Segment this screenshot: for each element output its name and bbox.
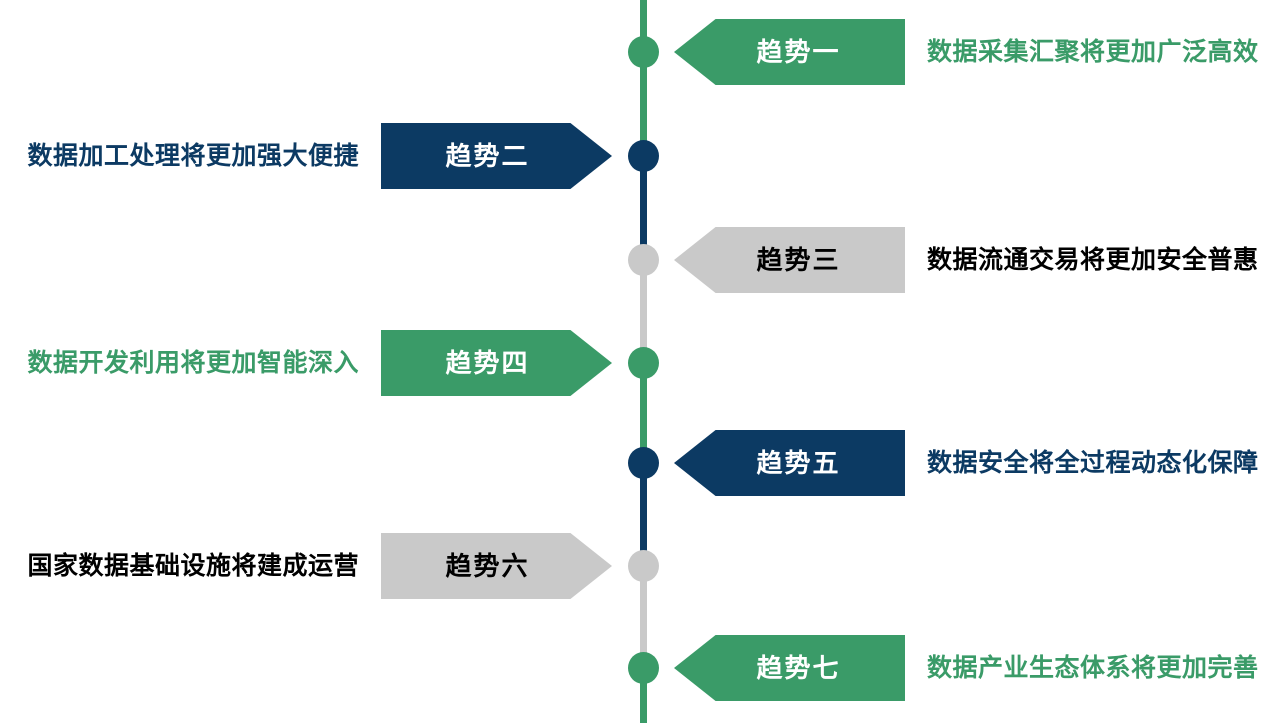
trend-badge-label-5: 趋势五 (756, 448, 841, 478)
timeline-node-dot-1[interactable] (627, 36, 659, 68)
trend-badge-label-3: 趋势三 (756, 245, 841, 275)
spine-segment-2 (639, 156, 647, 260)
spine-segment-3 (639, 260, 647, 363)
spine-segment-1 (639, 52, 647, 156)
trend-description-3: 数据流通交易将更加安全普惠 (927, 245, 1259, 274)
trend-description-6: 国家数据基础设施将建成运营 (27, 551, 359, 580)
timeline-node-dot-7[interactable] (627, 652, 659, 684)
timeline-node-dot-6[interactable] (627, 550, 659, 582)
trend-badge-6[interactable]: 趋势六 (381, 533, 612, 599)
trend-badge-label-4: 趋势四 (445, 348, 530, 378)
timeline-node-dot-3[interactable] (627, 244, 659, 276)
trend-badge-4[interactable]: 趋势四 (381, 330, 612, 396)
timeline-node-dot-5[interactable] (627, 447, 659, 479)
trend-description-1: 数据采集汇聚将更加广泛高效 (927, 37, 1259, 66)
spine-segment-bottom (639, 668, 647, 723)
trend-badge-5[interactable]: 趋势五 (674, 430, 905, 496)
timeline-node-dot-4[interactable] (627, 347, 659, 379)
trend-badge-2[interactable]: 趋势二 (381, 123, 612, 189)
trend-badge-label-1: 趋势一 (756, 37, 841, 67)
trend-description-7: 数据产业生态体系将更加完善 (927, 653, 1259, 682)
spine-segment-5 (639, 463, 647, 566)
trend-badge-label-2: 趋势二 (445, 141, 530, 171)
spine-segment-4 (639, 363, 647, 463)
spine-segment-top (639, 0, 647, 52)
timeline-node-dot-2[interactable] (627, 140, 659, 172)
trend-description-4: 数据开发利用将更加智能深入 (27, 348, 359, 377)
trend-badge-3[interactable]: 趋势三 (674, 227, 905, 293)
spine-segment-6 (639, 566, 647, 668)
trend-badge-1[interactable]: 趋势一 (674, 19, 905, 85)
trend-description-5: 数据安全将全过程动态化保障 (927, 448, 1259, 477)
trend-badge-label-6: 趋势六 (445, 551, 530, 581)
trend-badge-label-7: 趋势七 (756, 653, 841, 683)
trend-badge-7[interactable]: 趋势七 (674, 635, 905, 701)
trend-description-2: 数据加工处理将更加强大便捷 (27, 141, 359, 170)
